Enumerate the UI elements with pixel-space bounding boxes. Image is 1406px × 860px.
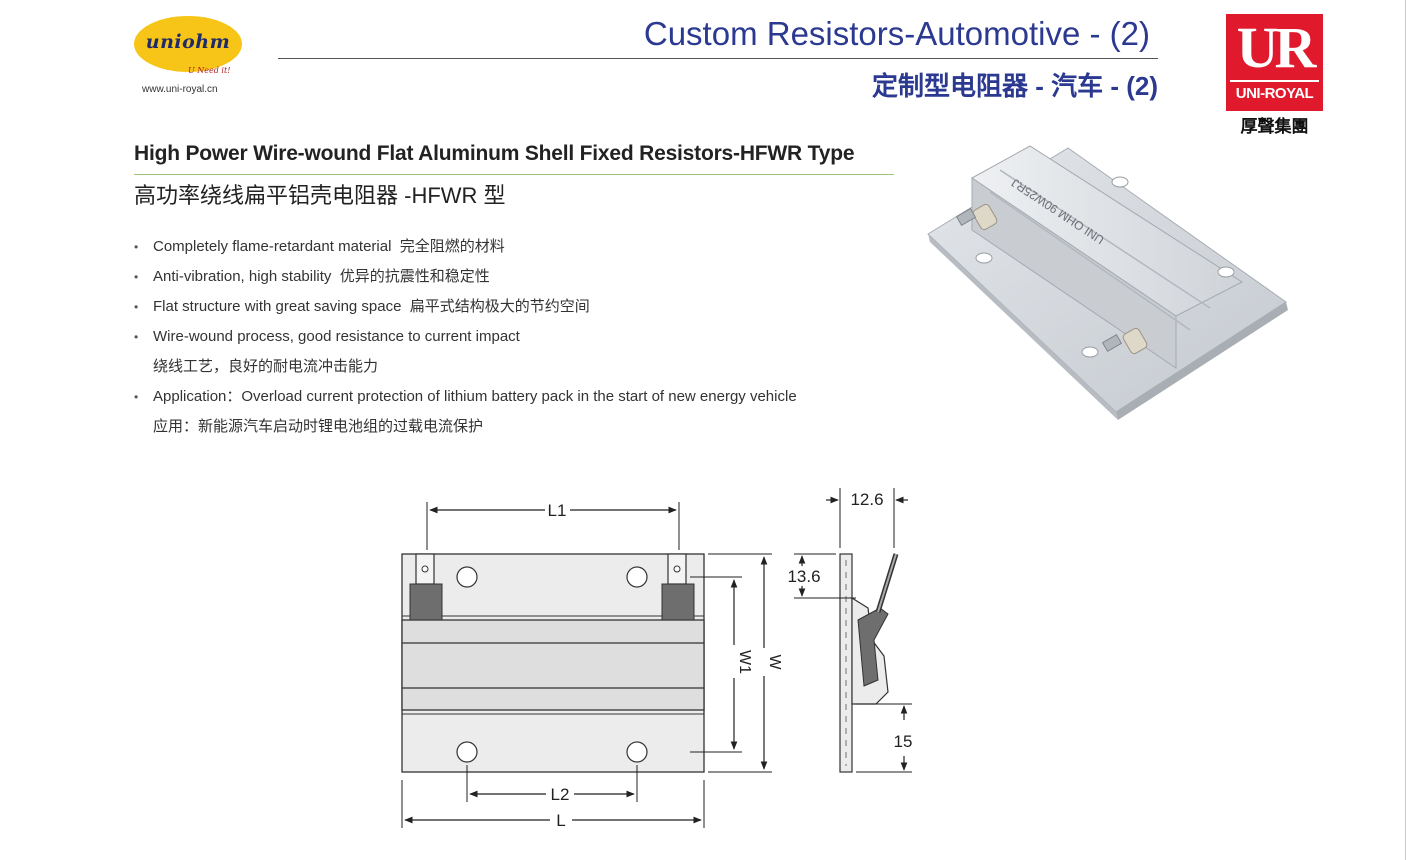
terminal-insulator	[1122, 327, 1148, 355]
ur-logo-name: UNI-ROYAL	[1235, 85, 1314, 102]
feature-item: • Anti-vibration, high stability 优异的抗震性和…	[134, 262, 894, 292]
dim-label-l: L	[556, 811, 565, 830]
feature-item: • Wire-wound process, good resistance to…	[134, 322, 894, 382]
feature-cn: 扁平式结构极大的节约空间	[409, 298, 590, 315]
dim-label-w1: W1	[736, 650, 753, 674]
feature-item: • Application：Overload current protectio…	[134, 382, 894, 442]
uniohm-logo: uniohm U Need it! www.uni-royal.cn	[132, 12, 252, 102]
bullet: •	[134, 300, 139, 314]
terminal-insulator	[661, 583, 695, 621]
terminal-insulator	[409, 583, 443, 621]
feature-cn: 应用：新能源汽车启动时锂电池组的过载电流保护	[153, 418, 484, 435]
feature-list: • Completely flame-retardant material 完全…	[134, 232, 894, 442]
plate-edge	[928, 234, 1118, 420]
terminal-insulator	[972, 203, 998, 231]
page-title-cn: 定制型电阻器 - 汽车 - (2)	[872, 71, 1158, 101]
product-title-en: High Power Wire-wound Flat Aluminum Shel…	[134, 142, 855, 165]
feature-cn: 优异的抗震性和稳定性	[339, 268, 490, 285]
logo-tagline: U Need it!	[188, 66, 231, 75]
mount-hole	[626, 741, 648, 763]
body-groove	[989, 191, 1191, 331]
title-divider	[278, 58, 1158, 59]
terminal-tab	[955, 207, 977, 227]
dim-label-l2: L2	[551, 785, 570, 804]
mount-hole	[975, 252, 993, 264]
feature-item: • Flat structure with great saving space…	[134, 292, 894, 322]
mount-hole	[626, 566, 648, 588]
bullet: •	[134, 390, 139, 404]
dim-label-w: W	[766, 654, 783, 670]
plate-edge	[1116, 302, 1288, 420]
page-title-en: Custom Resistors-Automotive - (2)	[643, 15, 1150, 52]
dim-label-l1: L1	[548, 501, 567, 520]
feature-en: Flat structure with great saving space	[153, 298, 402, 315]
logo-brand: uniohm	[145, 31, 231, 53]
mount-hole	[456, 566, 478, 588]
feature-en: Application：Overload current protection …	[153, 388, 797, 405]
bullet: •	[134, 330, 139, 344]
mount-hole	[1217, 266, 1235, 278]
product-photo: UNI OHM 90W25RJ	[927, 145, 1288, 420]
side-view-lead-core	[877, 553, 897, 613]
feature-en: Wire-wound process, good resistance to c…	[153, 328, 520, 345]
dim-label-terminal: 13.6	[787, 567, 820, 586]
dim-label-thickness: 12.6	[850, 490, 883, 509]
terminal-hole	[421, 565, 429, 573]
ur-letters: UR	[1236, 15, 1317, 80]
feature-en: Anti-vibration, high stability	[153, 268, 332, 285]
product-title-cn: 高功率绕线扁平铝壳电阻器 -HFWR 型	[134, 183, 506, 208]
mount-hole	[456, 741, 478, 763]
terminal-hole	[673, 565, 681, 573]
dim-label-bottom: 15	[894, 732, 913, 751]
product-title-divider	[134, 174, 894, 175]
bullet: •	[134, 240, 139, 254]
body-groove	[999, 169, 1211, 309]
logo-ellipse	[134, 16, 242, 72]
front-view-body	[401, 619, 705, 711]
dimension-drawing: L1 L2 L W1 W 12.6 13.6 15	[401, 488, 913, 830]
bullet: •	[134, 270, 139, 284]
ur-logo-bar	[1230, 80, 1319, 82]
uniroyal-logo: UR UNI-ROYAL	[1226, 14, 1323, 111]
mount-hole	[1111, 176, 1129, 188]
mount-hole	[1081, 346, 1099, 358]
feature-en: Completely flame-retardant material	[153, 238, 392, 255]
ur-logo-cn: 厚聲集團	[1240, 117, 1309, 137]
terminal-tab	[1101, 333, 1123, 353]
logo-url: www.uni-royal.cn	[142, 84, 218, 95]
feature-cn: 完全阻燃的材料	[399, 238, 505, 255]
feature-cn: 绕线工艺，良好的耐电流冲击能力	[153, 358, 379, 375]
feature-item: • Completely flame-retardant material 完全…	[134, 232, 894, 262]
